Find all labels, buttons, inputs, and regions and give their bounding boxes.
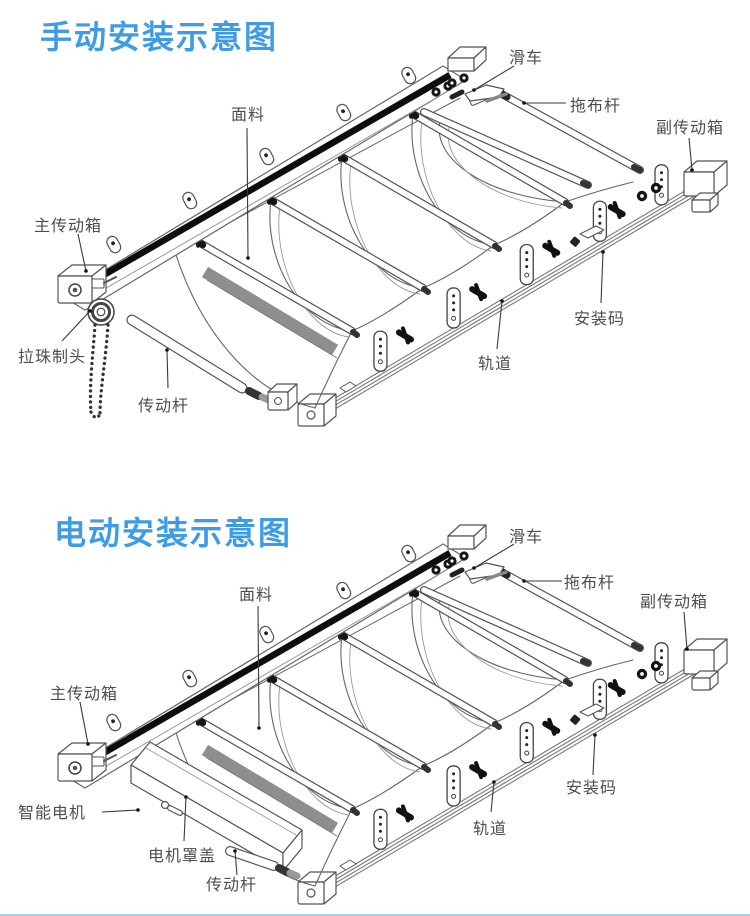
ceiling-clip (106, 235, 122, 254)
rail-end-cap (447, 524, 487, 550)
mounting-bracket-plate (373, 808, 388, 850)
label-aux-box-electric: 副传动箱 (640, 594, 709, 611)
aux-drive-box (570, 638, 728, 725)
label-drive-rod-electric: 传动杆 (206, 877, 258, 894)
ceiling-clip (259, 147, 275, 166)
label-fabric-manual: 面料 (231, 107, 266, 124)
label-bead-head-manual: 拉珠制头 (18, 349, 87, 366)
top-rail (61, 65, 467, 311)
ceiling-clip (106, 713, 122, 732)
corner-gear-box (297, 381, 357, 427)
label-trolley-manual: 滑车 (509, 50, 544, 67)
leader-lines (61, 65, 694, 876)
ceiling-clip (182, 669, 198, 688)
ceiling-clip (401, 66, 417, 85)
track-clip (395, 804, 414, 823)
mounting-bracket-plate (519, 243, 534, 286)
mounting-bracket-plate (373, 330, 388, 372)
electric-diagram-title: 电动安装示意图 (54, 515, 293, 551)
ceiling-clip (336, 581, 352, 600)
bead-chain-head (87, 298, 115, 326)
main-drive-box (57, 742, 117, 782)
mounting-bracket-plate (592, 200, 608, 242)
mounting-bracket-plate (446, 287, 461, 329)
bottom-border-line (0, 914, 750, 916)
trolley-assembly (431, 551, 508, 581)
track-clip (607, 679, 626, 698)
top-rail (61, 543, 467, 789)
label-track-manual: 轨道 (478, 356, 513, 373)
manual-diagram-title: 手动安装示意图 (40, 19, 279, 55)
track-clip (542, 239, 561, 258)
mounting-bracket-plate (592, 678, 608, 720)
drive-rod (225, 846, 301, 880)
label-aux-box-manual: 副传动箱 (656, 120, 725, 137)
drag-rod-pair (420, 565, 644, 667)
label-bracket-electric: 安装码 (566, 780, 618, 797)
track-rail (314, 164, 706, 419)
ceiling-clip (182, 191, 198, 210)
main-drive-box (57, 264, 117, 304)
mounting-bracket-plate (446, 765, 461, 807)
track-clip (469, 761, 488, 780)
aux-drive-box (570, 160, 728, 247)
motor-cover-tray (130, 741, 303, 872)
label-motor-cover: 电机罩盖 (148, 848, 217, 865)
label-drag-rod-electric: 拖布杆 (564, 575, 616, 592)
label-main-box-manual: 主传动箱 (34, 218, 103, 235)
label-fabric-electric: 面料 (239, 587, 274, 604)
drive-rod (126, 314, 298, 411)
mounting-bracket-plate (519, 721, 534, 764)
corner-gear-box (297, 859, 357, 905)
label-drag-rod-manual: 拖布杆 (570, 98, 622, 115)
bead-chain (88, 323, 110, 420)
label-main-box-electric: 主传动箱 (50, 686, 119, 703)
fabric-rods (186, 101, 573, 338)
track-clip (469, 283, 488, 302)
label-track-electric: 轨道 (473, 821, 508, 838)
label-bracket-manual: 安装码 (574, 311, 626, 328)
ceiling-clip (401, 544, 417, 563)
label-drive-rod-manual: 传动杆 (138, 398, 190, 415)
ceiling-clip (336, 103, 352, 122)
trolley-assembly (431, 73, 508, 103)
track-clip (395, 326, 414, 345)
electric-diagram-illustration (57, 524, 728, 905)
ceiling-clip (259, 625, 275, 644)
manual-diagram-illustration (57, 46, 728, 427)
fabric-roll-strip (201, 266, 339, 359)
label-trolley-electric: 滑车 (509, 529, 544, 546)
fabric-roll-strip (201, 744, 339, 837)
rail-end-cap (447, 46, 487, 72)
track-rail (314, 642, 706, 897)
track-clip (607, 201, 626, 220)
label-smart-motor: 智能电机 (18, 805, 87, 822)
track-clip (542, 717, 561, 736)
